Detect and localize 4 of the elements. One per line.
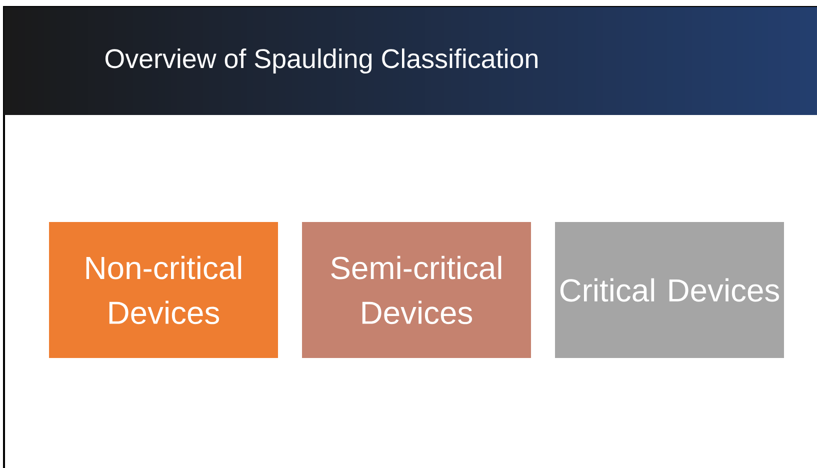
category-box: Non-critical Devices [49, 222, 278, 358]
title: Overview of Spaulding Classification [106, 48, 538, 74]
category-box: Critical Devices [555, 222, 784, 358]
category-box: Semi-critical Devices [302, 222, 531, 358]
